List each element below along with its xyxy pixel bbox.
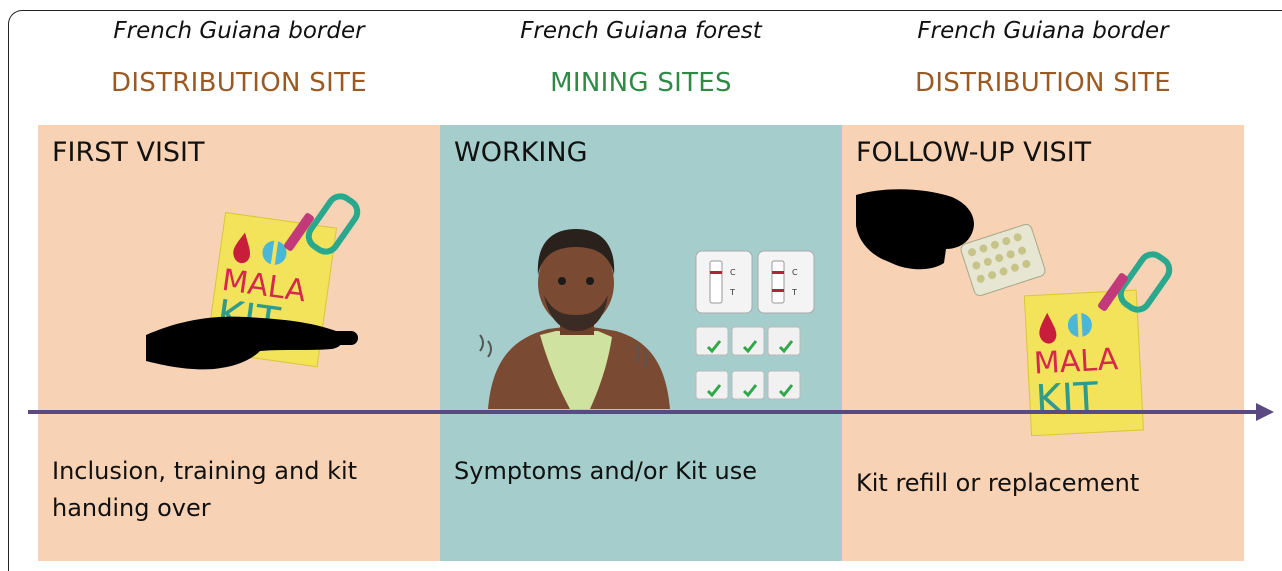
kit-logo-line2: KIT bbox=[1035, 374, 1100, 423]
panel-working: WORKING C T C T bbox=[440, 125, 842, 561]
hand-icon bbox=[146, 316, 358, 370]
site-label-1: DISTRIBUTION SITE bbox=[111, 68, 367, 98]
location-label-2: French Guiana forest bbox=[520, 18, 762, 44]
panel-follow-up-visit: FOLLOW-UP VISIT MALA KIT K bbox=[842, 125, 1244, 561]
stage-title-working: WORKING bbox=[454, 137, 588, 168]
sick-miner-icon bbox=[479, 229, 670, 409]
sick-miner-illustration: C T C T bbox=[479, 229, 815, 409]
site-label-2: MINING SITES bbox=[550, 68, 732, 98]
test-label-t: T bbox=[729, 288, 735, 297]
rapid-test-icon: C T C T bbox=[695, 250, 815, 314]
description-follow-up: Kit refill or replacement bbox=[856, 469, 1140, 497]
description-first-visit: Inclusion, training and kit handing over bbox=[52, 457, 358, 522]
arrowhead-icon bbox=[1256, 403, 1274, 421]
location-label-3: French Guiana border bbox=[917, 18, 1169, 44]
stage-title-first-visit: FIRST VISIT bbox=[52, 137, 205, 168]
description-working: Symptoms and/or Kit use bbox=[454, 457, 757, 485]
diagram-frame bbox=[8, 10, 1282, 571]
treatment-blister-icon bbox=[695, 326, 801, 400]
stage-title-follow-up: FOLLOW-UP VISIT bbox=[856, 137, 1092, 168]
malakit-hand-illustration: MALA KIT bbox=[146, 193, 361, 370]
test-label-c: C bbox=[730, 268, 736, 277]
hand-icon bbox=[856, 189, 974, 270]
panel-first-visit: FIRST VISIT MALA KIT Inclusion, training… bbox=[38, 125, 440, 561]
kit-logo-line1: MALA bbox=[1033, 342, 1120, 381]
location-label-1: French Guiana border bbox=[113, 18, 365, 44]
test-label-c-2: C bbox=[792, 268, 798, 277]
pill-blister-icon bbox=[960, 223, 1046, 297]
refill-illustration: MALA KIT bbox=[856, 189, 1173, 437]
carabiner-icon bbox=[284, 193, 361, 255]
test-label-t-2: T bbox=[791, 288, 797, 297]
carabiner-icon bbox=[1098, 251, 1173, 313]
site-label-3: DISTRIBUTION SITE bbox=[915, 68, 1171, 98]
malakit-card-icon: MALA KIT bbox=[1023, 289, 1145, 437]
